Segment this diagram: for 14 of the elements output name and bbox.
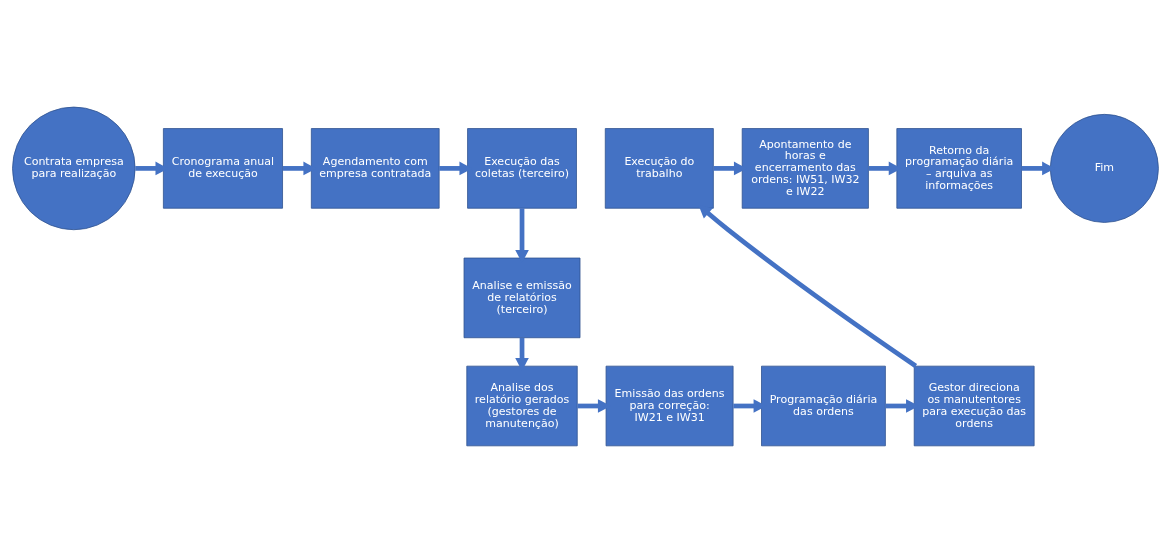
node-circle: Fim [1049,113,1159,223]
node-box: Execução do trabalho [604,128,714,209]
node-box: Emissão das ordens para correção: IW21 e IW31 [605,365,734,447]
node-box: Analise e emissão de relatórios (terceiro) [463,257,581,339]
node-box: Programação diária das ordens [761,365,886,447]
node-box: Execução das coletas (terceiro) [467,128,577,209]
node-box: Agendamento com empresa contratada [310,128,440,209]
node-box: Apontamento de horas e encerramento das ordens: IW51, IW32 e IW22 [741,128,869,209]
node-box: Cronograma anual de execução [163,128,283,209]
arrow [698,204,918,368]
node-circle: Contrata empresa para realização [12,106,136,231]
node-box: Gestor direciona os manutentores para execução das ordens [913,365,1035,447]
node-box: Analise dos relatório gerados (gestores de manutenção) [466,365,578,447]
node-box: Retorno da programação diária – arquiva as informações [896,128,1022,209]
